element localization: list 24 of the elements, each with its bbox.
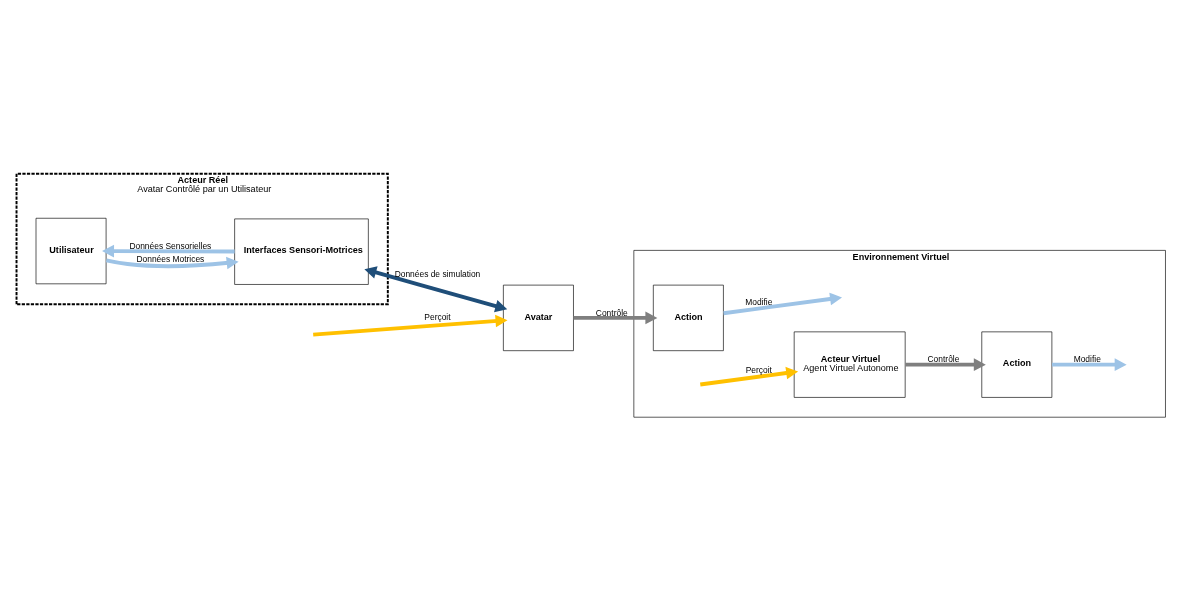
edge-label: Modifie [1073, 354, 1101, 365]
arrow [1052, 358, 1127, 371]
arrow [313, 314, 508, 337]
edge-label: Données de simulation [394, 268, 481, 279]
arrow [105, 256, 239, 270]
edge-label: Données Motrices [136, 253, 205, 264]
edge-label: Contrôle [595, 307, 628, 318]
node-box: Avatar [503, 284, 574, 351]
edge-label: Contrôle [927, 354, 960, 365]
edge-label: Perçoit [745, 364, 772, 375]
arrow [102, 244, 235, 258]
edge-label: Données Sensorielles [129, 241, 212, 252]
node-box: Action [981, 331, 1053, 398]
arrow [700, 366, 799, 387]
edge-label: Modifie [745, 297, 773, 308]
arrow [573, 311, 658, 325]
node-box: Utilisateur [35, 217, 107, 285]
node-box: Action [653, 284, 724, 351]
arrow [905, 358, 986, 371]
node-box: Interfaces Sensori-Motrices [234, 218, 369, 285]
arrow [364, 266, 508, 313]
node-box: Acteur Virtuel Agent Virtuel Autonome [793, 331, 906, 398]
edge-label: Perçoit [424, 312, 451, 323]
arrow [723, 292, 842, 316]
